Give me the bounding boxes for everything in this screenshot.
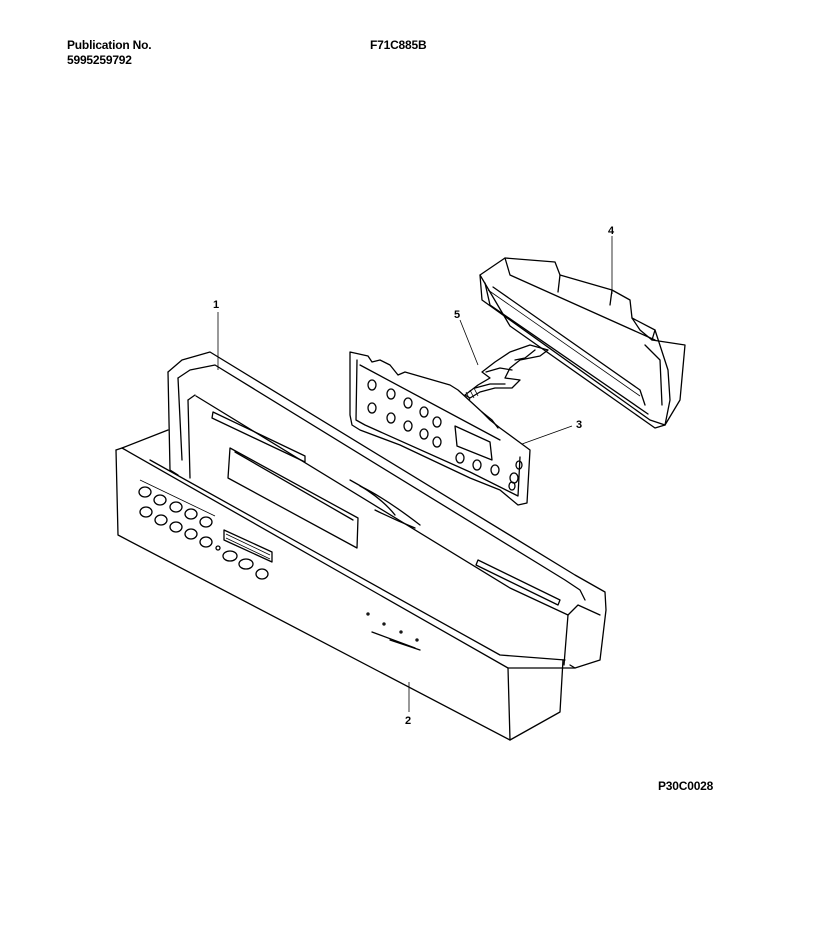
callout-5: 5 bbox=[454, 309, 460, 321]
callout-4: 4 bbox=[608, 225, 615, 237]
callout-1: 1 bbox=[213, 299, 219, 311]
console-front-panel bbox=[115, 429, 576, 741]
model-number: F71C885B bbox=[370, 38, 427, 52]
ribbon-wire-harness bbox=[464, 344, 549, 401]
keypad-circuit-board bbox=[349, 351, 531, 506]
publication-label: Publication No. bbox=[67, 38, 152, 52]
control-housing-box bbox=[479, 257, 686, 429]
callout-3: 3 bbox=[576, 419, 582, 431]
callout-labels: 1 2 3 4 5 bbox=[213, 225, 615, 727]
leader-lines bbox=[217, 236, 613, 712]
figure-code: P30C0028 bbox=[658, 779, 714, 793]
leader-line-5 bbox=[459, 319, 479, 366]
control-panel-frame bbox=[167, 351, 607, 669]
publication-number: 5995259792 bbox=[67, 53, 132, 67]
callout-2: 2 bbox=[405, 715, 411, 727]
leader-line-3 bbox=[521, 425, 573, 445]
